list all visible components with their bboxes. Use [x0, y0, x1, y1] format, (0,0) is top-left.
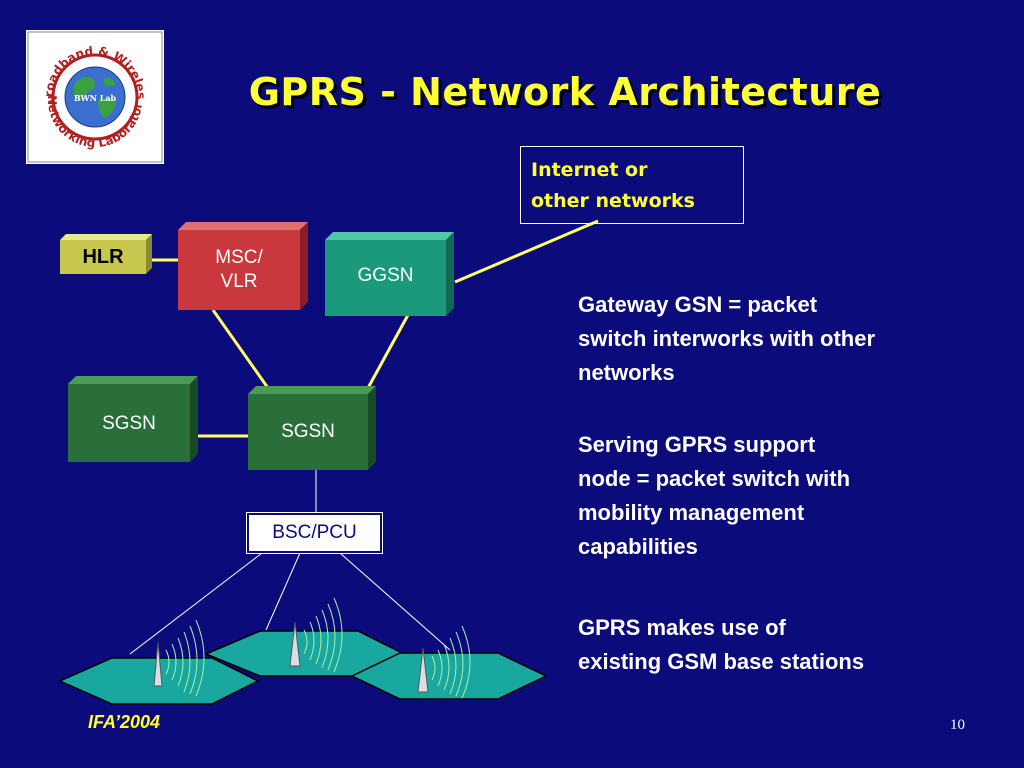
vlr-label: VLR — [220, 271, 258, 292]
ggsn-label: GGSN — [325, 240, 446, 316]
msc-vlr-front: MSC/ VLR — [178, 230, 300, 310]
sgsn-left-label: SGSN — [68, 384, 190, 462]
internet-box: Internet or other networks — [520, 146, 744, 224]
link-ggsn-internet — [454, 219, 599, 284]
footer-conference: IFA’2004 — [88, 712, 161, 732]
page-number: 10 — [950, 717, 965, 733]
msc-label: MSC/ — [215, 247, 263, 268]
sgsn-center-label: SGSN — [248, 394, 368, 470]
link-ggsn-sgsn — [366, 314, 410, 389]
sgsn-description: Serving GPRS support node = packet switc… — [578, 432, 851, 559]
bts-description: GPRS makes use of existing GSM base stat… — [578, 615, 865, 674]
internet-label-line1: Internet or — [531, 159, 648, 181]
cell-right — [350, 652, 548, 700]
ggsn-description: Gateway GSN = packet switch interworks w… — [578, 292, 876, 385]
bsc-pcu-node: BSC/PCU — [246, 512, 383, 554]
link-bsc-bts-center — [265, 552, 301, 631]
antenna-center-icon — [289, 597, 343, 673]
bwn-lab-logo: Broadband & Wireless Networking Laborato… — [26, 30, 164, 164]
antenna-left-icon — [153, 619, 205, 697]
hlr-label: HLR — [60, 240, 146, 274]
slide-title: GPRS - Network Architecture — [248, 70, 882, 114]
internet-label-line2: other networks — [531, 190, 695, 212]
link-bsc-bts-left — [129, 552, 263, 655]
antenna-right-icon — [417, 625, 471, 699]
link-bsc-bts-right — [339, 552, 451, 651]
link-msc-sgsn — [211, 309, 270, 389]
logo-center-text: BWN Lab — [74, 93, 117, 103]
